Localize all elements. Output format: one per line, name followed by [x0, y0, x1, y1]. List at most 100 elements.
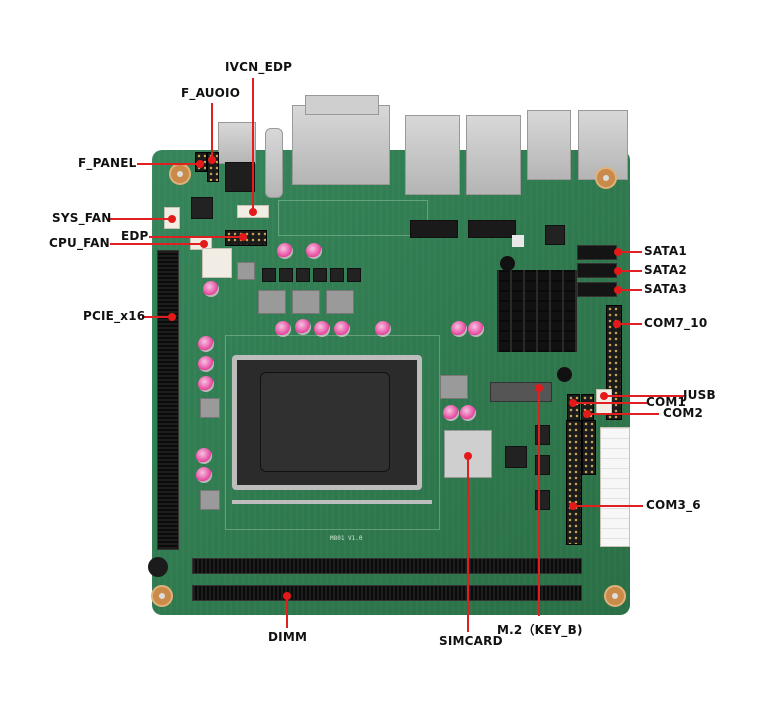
label-com1: COM1 — [646, 395, 687, 409]
label-f-audio: F_AUOIO — [181, 86, 241, 100]
callout-dot-com2 — [583, 410, 591, 418]
callout-line-dimm — [286, 596, 288, 628]
callout-line-com3-6 — [575, 505, 643, 507]
capacitor — [451, 321, 467, 337]
callout-dot-com7-10 — [613, 320, 621, 328]
label-com7-10: COM7_10 — [644, 316, 708, 330]
usb-port-1 — [527, 110, 571, 180]
sata2-connector — [577, 263, 617, 278]
choke-inductor — [200, 490, 220, 510]
pcb-outline — [225, 335, 440, 530]
heatsink-pin — [500, 256, 515, 271]
callout-line-com2 — [589, 413, 659, 415]
callout-dot-sata2 — [614, 267, 622, 275]
sata3-connector — [577, 282, 617, 297]
audio-jack-block — [218, 122, 256, 164]
controller-chip — [505, 446, 527, 468]
label-sata3: SATA3 — [644, 282, 687, 296]
mosfet — [262, 268, 276, 282]
sata1-connector — [577, 245, 617, 260]
callout-dot-edp — [239, 233, 247, 241]
label-ivcn-edp: IVCN_EDP — [225, 60, 293, 74]
lan-port-1 — [405, 115, 460, 195]
capacitor — [314, 321, 330, 337]
mosfet — [279, 268, 293, 282]
choke-inductor — [258, 290, 286, 314]
heatsink-pin — [557, 367, 572, 382]
capacitor — [295, 319, 311, 335]
mosfet — [313, 268, 327, 282]
choke-inductor — [440, 375, 468, 399]
atx-4pin-power — [202, 248, 232, 278]
callout-line-ivcn-edp — [252, 78, 254, 212]
mosfet — [296, 268, 310, 282]
callout-line-com7-10 — [620, 323, 642, 325]
mounting-hole — [169, 163, 191, 185]
capacitor — [196, 467, 212, 483]
label-sata1: SATA1 — [644, 244, 687, 258]
callout-line-sata3 — [620, 289, 642, 291]
callout-dot-dimm — [283, 592, 291, 600]
label-m2-key-b: M.2（KEY_B) — [497, 623, 583, 637]
pcb-outline — [278, 200, 428, 236]
callout-dot-simcard — [464, 452, 472, 460]
vga-port — [292, 105, 390, 185]
dimm-slot-1 — [192, 558, 582, 574]
callout-line-edp — [149, 236, 243, 238]
pcie-x16-slot — [157, 250, 179, 550]
label-f-panel: F_PANEL — [78, 156, 137, 170]
audio-codec-chip — [191, 197, 213, 219]
label-com3-6: COM3_6 — [646, 498, 701, 512]
callout-line-com1 — [575, 402, 647, 404]
capacitor — [198, 376, 214, 392]
callout-dot-com1 — [569, 399, 577, 407]
callout-line-sata1 — [620, 251, 642, 253]
capacitor — [275, 321, 291, 337]
callout-line-simcard — [467, 456, 469, 632]
capacitor — [198, 336, 214, 352]
capacitor — [375, 321, 391, 337]
label-edp: EDP — [121, 229, 149, 243]
callout-dot-f-audio — [208, 156, 216, 164]
label-com2: COM2 — [663, 406, 704, 420]
capacitor — [334, 321, 350, 337]
capacitor — [468, 321, 484, 337]
callout-line-pcie — [142, 316, 172, 318]
callout-dot-f-panel — [196, 160, 204, 168]
mosfet — [347, 268, 361, 282]
lan-transformer — [468, 220, 516, 238]
usb-vertical-port — [265, 128, 283, 198]
callout-line-f-panel — [137, 163, 199, 165]
m2-slot — [490, 382, 552, 402]
board-silkscreen: M801 V1.0 — [330, 535, 363, 542]
label-sys-fan: SYS_FAN — [52, 211, 112, 225]
label-pcie-x16: PCIE_x16 — [83, 309, 146, 323]
label-jusb: JUSB — [683, 388, 716, 402]
buzzer — [148, 557, 168, 577]
choke-inductor — [292, 290, 320, 314]
callout-line-sys-fan — [110, 218, 172, 220]
callout-dot-jusb — [600, 392, 608, 400]
socket-cover — [260, 372, 390, 472]
callout-line-f-audio — [211, 103, 213, 159]
label-sata2: SATA2 — [644, 263, 687, 277]
callout-line-m2 — [538, 388, 540, 616]
socket-lever — [232, 500, 432, 504]
controller-chip — [545, 225, 565, 245]
capacitor — [196, 448, 212, 464]
capacitor — [460, 405, 476, 421]
capacitor — [198, 356, 214, 372]
lan-transformer — [410, 220, 458, 238]
label-dimm: DIMM — [268, 630, 308, 644]
atx-24pin-power — [600, 427, 630, 547]
capacitor — [306, 243, 322, 259]
label-simcard: SIMCARD — [439, 634, 503, 648]
callout-dot-ivcn-edp — [249, 208, 257, 216]
mosfet — [330, 268, 344, 282]
qr-code — [512, 235, 524, 247]
callout-line-jusb — [606, 395, 686, 397]
choke-inductor — [237, 262, 255, 280]
callout-dot-sata3 — [614, 286, 622, 294]
lan-port-2 — [466, 115, 521, 195]
